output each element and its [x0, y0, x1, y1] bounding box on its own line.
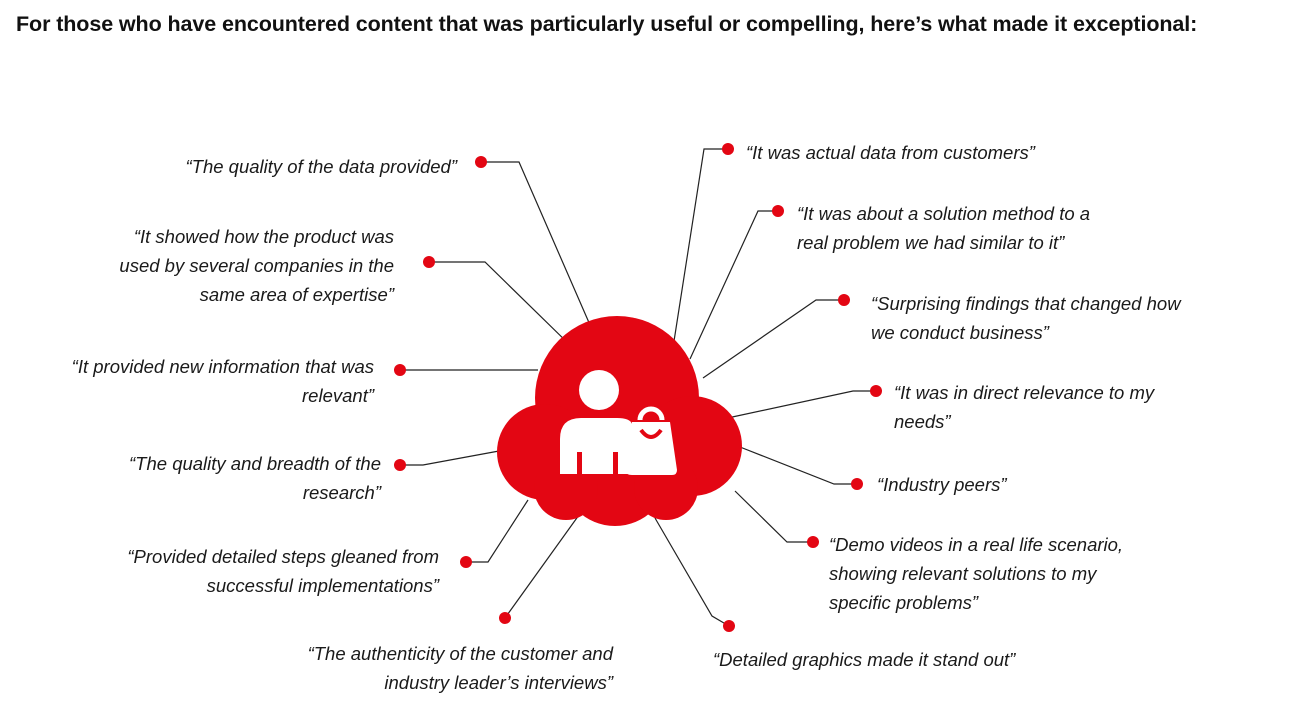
dot-9	[851, 478, 863, 490]
dot-1	[475, 156, 487, 168]
dot-5	[460, 556, 472, 568]
dot-12	[772, 205, 784, 217]
quote-demo-videos: “Demo videos in a real life scenario, sh…	[829, 534, 1124, 613]
connector-line-4	[400, 450, 500, 466]
quote-industry-peers: “Industry peers”	[877, 474, 1007, 495]
quote-actual-data: “It was actual data from customers”	[746, 142, 1035, 163]
connector-line-13	[671, 148, 728, 355]
dot-8	[807, 536, 819, 548]
dot-2	[423, 256, 435, 268]
dot-7	[723, 620, 735, 632]
dot-11	[838, 294, 850, 306]
quote-detailed-graphics: “Detailed graphics made it stand out”	[713, 649, 1016, 670]
dot-10	[870, 385, 882, 397]
quote-quality-and-breadth: “The quality and breadth of the research…	[129, 453, 381, 503]
page-title: For those who have encountered content t…	[16, 12, 1198, 36]
connector-line-1	[481, 161, 598, 342]
quote-authenticity-interviews: “The authenticity of the customer and in…	[307, 643, 613, 693]
connector-line-11	[702, 299, 844, 379]
person-with-shopping-bag-icon	[560, 370, 677, 475]
connector-line-8	[734, 490, 813, 543]
connector-dots	[394, 143, 882, 632]
quote-surprising-findings: “Surprising findings that changed how we…	[871, 293, 1181, 343]
dot-4	[394, 459, 406, 471]
connector-line-6	[504, 507, 585, 619]
dot-13	[722, 143, 734, 155]
quote-direct-relevance: “It was in direct relevance to my needs”	[894, 382, 1155, 432]
connector-line-10	[722, 390, 876, 420]
quote-new-information: “It provided new information that was re…	[71, 356, 374, 406]
dot-6	[499, 612, 511, 624]
quote-quality-of-data: “The quality of the data provided”	[185, 156, 458, 177]
dot-3	[394, 364, 406, 376]
connector-line-9	[739, 446, 857, 485]
quote-solution-method: “It was about a solution method to a rea…	[797, 203, 1091, 253]
quote-used-by-several-companies: “It showed how the product was used by s…	[119, 226, 394, 305]
connector-line-12	[689, 210, 778, 360]
quote-detailed-steps: “Provided detailed steps gleaned from su…	[127, 546, 439, 596]
connector-line-7	[654, 517, 730, 627]
connector-line-5	[466, 499, 529, 563]
connector-lines	[400, 148, 876, 627]
connector-line-2	[429, 261, 574, 349]
